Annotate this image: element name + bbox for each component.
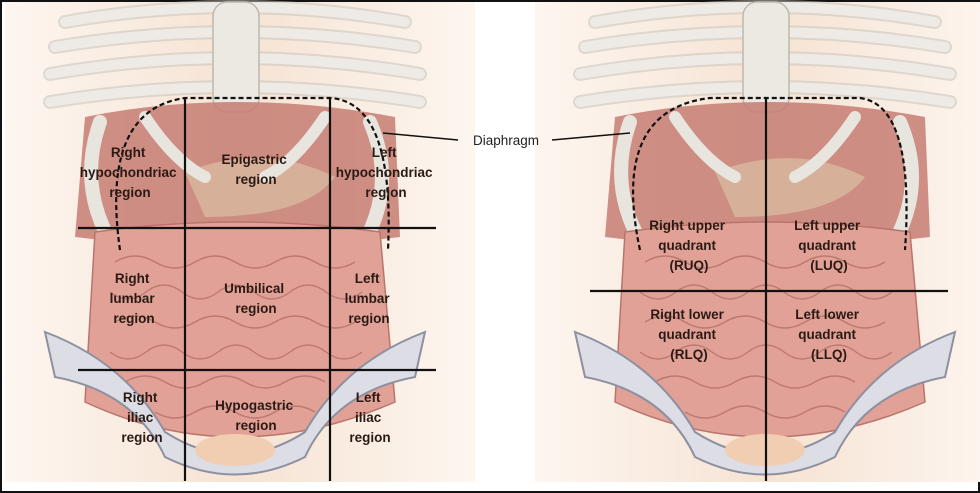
label-right-lumbar: Right lumbar region bbox=[110, 271, 159, 326]
diaphragm-label: Diaphragm bbox=[473, 133, 539, 148]
four-quadrant-panel: Right upper quadrant (RUQ) Left upper qu… bbox=[535, 2, 980, 482]
label-right-iliac: Right iliac region bbox=[121, 390, 162, 445]
nine-region-panel: Right hypochondriac region Epigastric re… bbox=[5, 2, 475, 482]
